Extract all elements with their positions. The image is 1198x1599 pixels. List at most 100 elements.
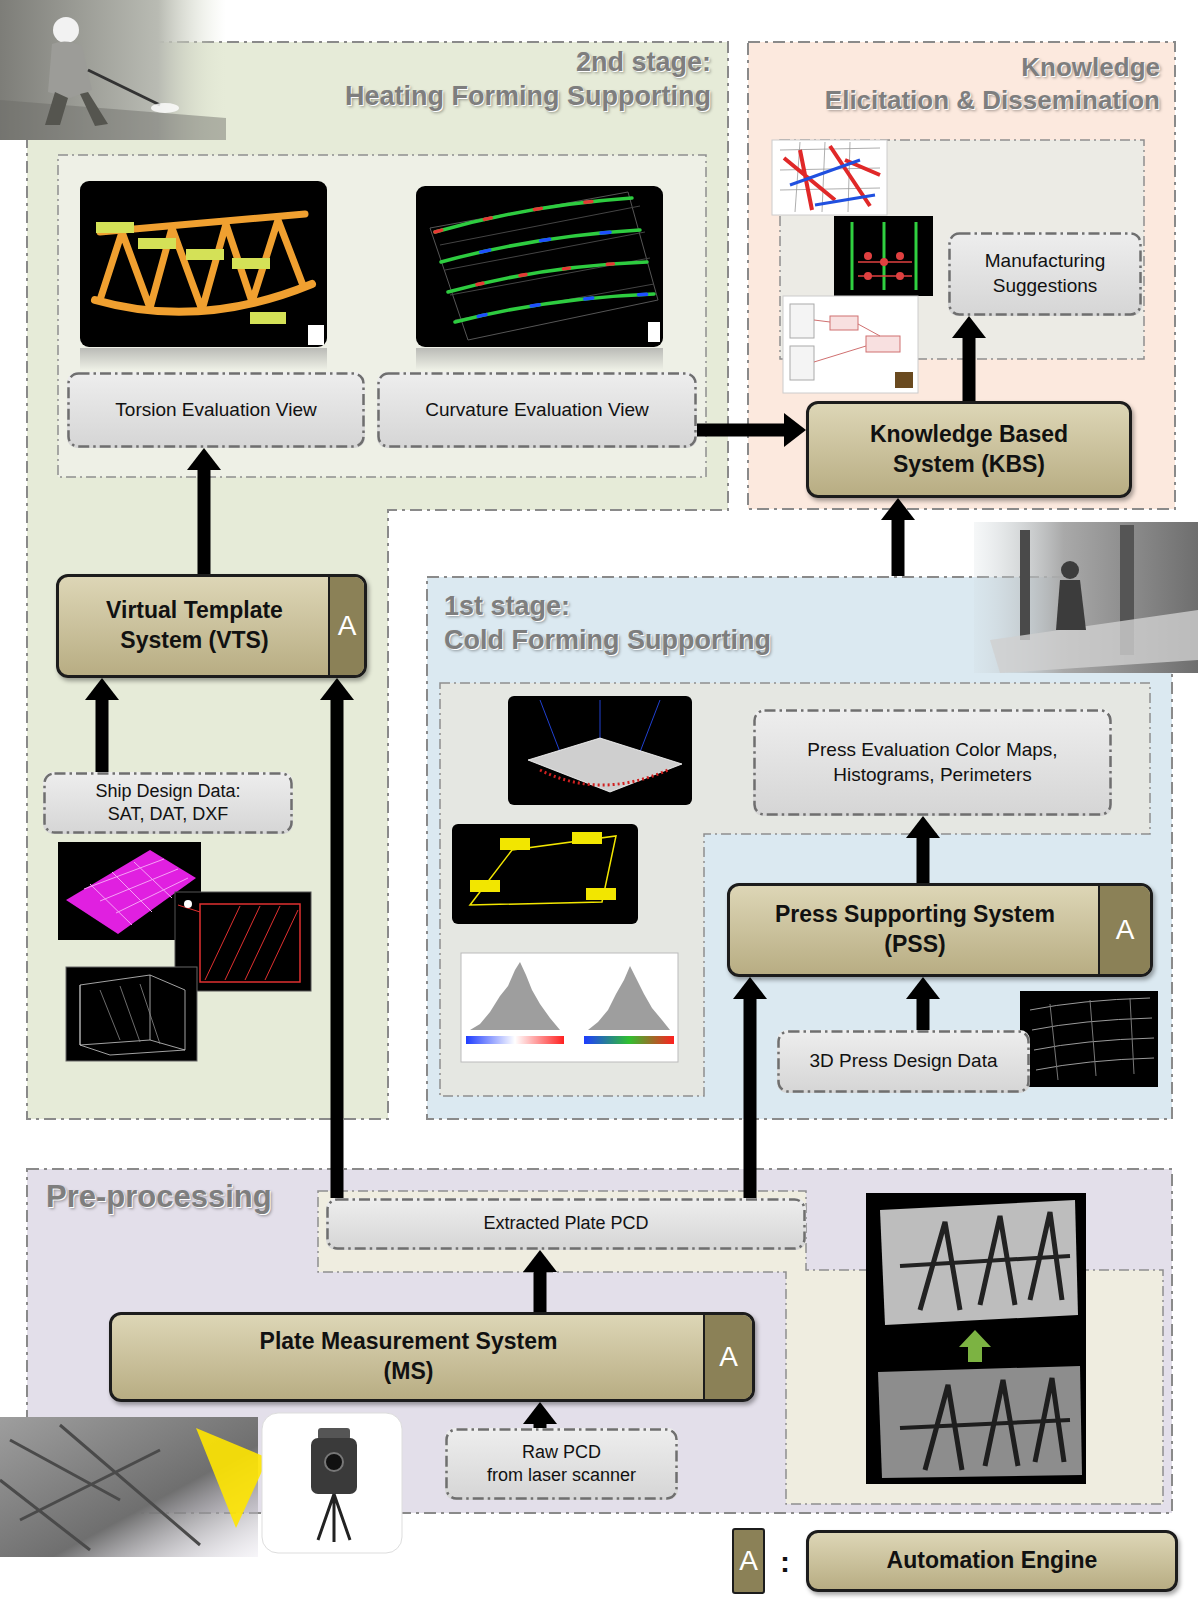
drawing-path xyxy=(0,100,226,140)
drawing-rect xyxy=(447,1430,677,1499)
arrow-shaft xyxy=(534,1270,547,1312)
panel-heading: 1st stage: Cold Forming Supporting xyxy=(444,590,771,658)
drawing-g xyxy=(435,198,654,322)
drawing-rect xyxy=(866,336,900,352)
drawing-polygon xyxy=(588,966,670,1030)
drawing-path xyxy=(852,222,916,290)
arrow-shaft xyxy=(963,336,976,401)
arrow-shaft xyxy=(697,424,786,437)
box-label: Torsion Evaluation View xyxy=(115,398,316,423)
drawing-rect xyxy=(0,0,226,140)
laser-scanner-photo xyxy=(0,1413,402,1557)
data-box: Raw PCD from laser scanner xyxy=(445,1428,678,1500)
drawing-path xyxy=(900,1420,1070,1428)
drawing-rect xyxy=(69,374,364,447)
arrow-head xyxy=(952,316,986,338)
drawing-rect xyxy=(308,325,324,345)
drawing-rect xyxy=(772,140,887,215)
drawing-ellipse xyxy=(151,103,179,113)
drawing-rect xyxy=(584,1036,674,1044)
legend-text: Automation Engine xyxy=(887,1546,1098,1576)
drawing-circle xyxy=(864,272,872,280)
arrow-shaft xyxy=(917,997,930,1030)
automation-badge: A xyxy=(1098,886,1150,974)
drawing-polygon xyxy=(470,836,616,905)
drawing-polygon xyxy=(196,1428,268,1528)
drawing-rect xyxy=(508,696,692,805)
curvature-screenshot xyxy=(416,186,663,370)
drawing-path xyxy=(318,1494,350,1542)
data-box: Torsion Evaluation View xyxy=(67,372,365,448)
drawing-path xyxy=(435,198,632,232)
system-box: Virtual Template System (VTS)A xyxy=(56,574,367,678)
drawing-path xyxy=(27,1169,1172,1513)
drawing-rect xyxy=(328,1200,805,1249)
data-box: Press Evaluation Color Maps, Histograms,… xyxy=(753,709,1112,816)
drawing-polygon xyxy=(878,1366,1082,1478)
data-box: 3D Press Design Data xyxy=(777,1030,1030,1093)
drawing-path xyxy=(990,610,1198,673)
arrow-head xyxy=(906,816,940,838)
drawing-path xyxy=(441,230,640,262)
drawing-path xyxy=(448,262,647,292)
drawing-path xyxy=(80,975,185,1055)
drawing-rect xyxy=(834,216,933,296)
box-outline xyxy=(445,1428,678,1500)
drawing-circle xyxy=(864,252,872,260)
drawing-path xyxy=(88,70,160,105)
drawing-rect xyxy=(950,234,1141,315)
badge-letter: A xyxy=(338,608,357,644)
drawing-rect xyxy=(572,832,602,844)
drawing-path xyxy=(784,146,880,210)
drawing-path xyxy=(0,1425,200,1550)
plate-photos xyxy=(866,1193,1086,1484)
heating-worker-photo xyxy=(0,0,226,140)
box-label: Plate Measurement System (MS) xyxy=(260,1327,558,1387)
drawing-rect xyxy=(416,186,663,347)
drawing-rect xyxy=(452,824,638,924)
drawing-path xyxy=(455,294,654,322)
box-label: Raw PCD from laser scanner xyxy=(487,1441,636,1488)
automation-badge: A xyxy=(328,577,364,675)
drawing-path xyxy=(448,262,647,292)
data-box: Curvature Evaluation View xyxy=(377,372,697,448)
box-label: Manufacturing Suggestions xyxy=(985,249,1105,298)
system-box: Knowledge Based System (KBS) xyxy=(806,401,1132,498)
badge-letter: A xyxy=(1116,912,1135,948)
label-holder: : xyxy=(770,1528,800,1594)
arrow-shaft xyxy=(744,997,757,1198)
box-label: 3D Press Design Data xyxy=(810,1049,998,1074)
drawing-path xyxy=(427,577,1172,1119)
data-box: Extracted Plate PCD xyxy=(326,1198,806,1250)
badge-letter: A xyxy=(719,1339,738,1375)
drawing-rect xyxy=(790,304,814,338)
drawing-rect xyxy=(779,1032,1029,1092)
drawing-polygon xyxy=(470,962,560,1030)
label-holder: A xyxy=(732,1528,765,1594)
legend-symbol: : xyxy=(780,1542,790,1581)
legend-box: Automation Engine xyxy=(806,1530,1178,1592)
knowledge-images xyxy=(772,140,933,393)
drawing-rect xyxy=(1020,991,1158,1087)
drawing-circle xyxy=(325,1453,343,1471)
drawing-rect xyxy=(461,953,678,1062)
drawing-path xyxy=(1050,998,1134,1080)
box-label: Press Supporting System (PSS) xyxy=(775,900,1055,960)
drawing-rect xyxy=(783,296,918,393)
drawing-path xyxy=(455,294,654,322)
system-box: Press Supporting System (PSS) A xyxy=(727,883,1153,977)
drawing-rect xyxy=(416,348,663,370)
drawing-polygon xyxy=(959,1330,991,1362)
arrow-shaft xyxy=(917,836,930,883)
drawing-path xyxy=(84,859,188,925)
box-outline xyxy=(753,709,1112,816)
box-outline xyxy=(948,232,1142,316)
arrow-shaft xyxy=(96,698,109,772)
arrow-head xyxy=(187,448,221,470)
drawing-rect xyxy=(45,774,292,833)
drawing-rect xyxy=(80,181,327,347)
arrow-shaft xyxy=(892,518,905,576)
system-box: Plate Measurement System (MS) A xyxy=(109,1312,755,1402)
drawing-path xyxy=(100,984,160,1044)
box-label: Curvature Evaluation View xyxy=(425,398,649,423)
